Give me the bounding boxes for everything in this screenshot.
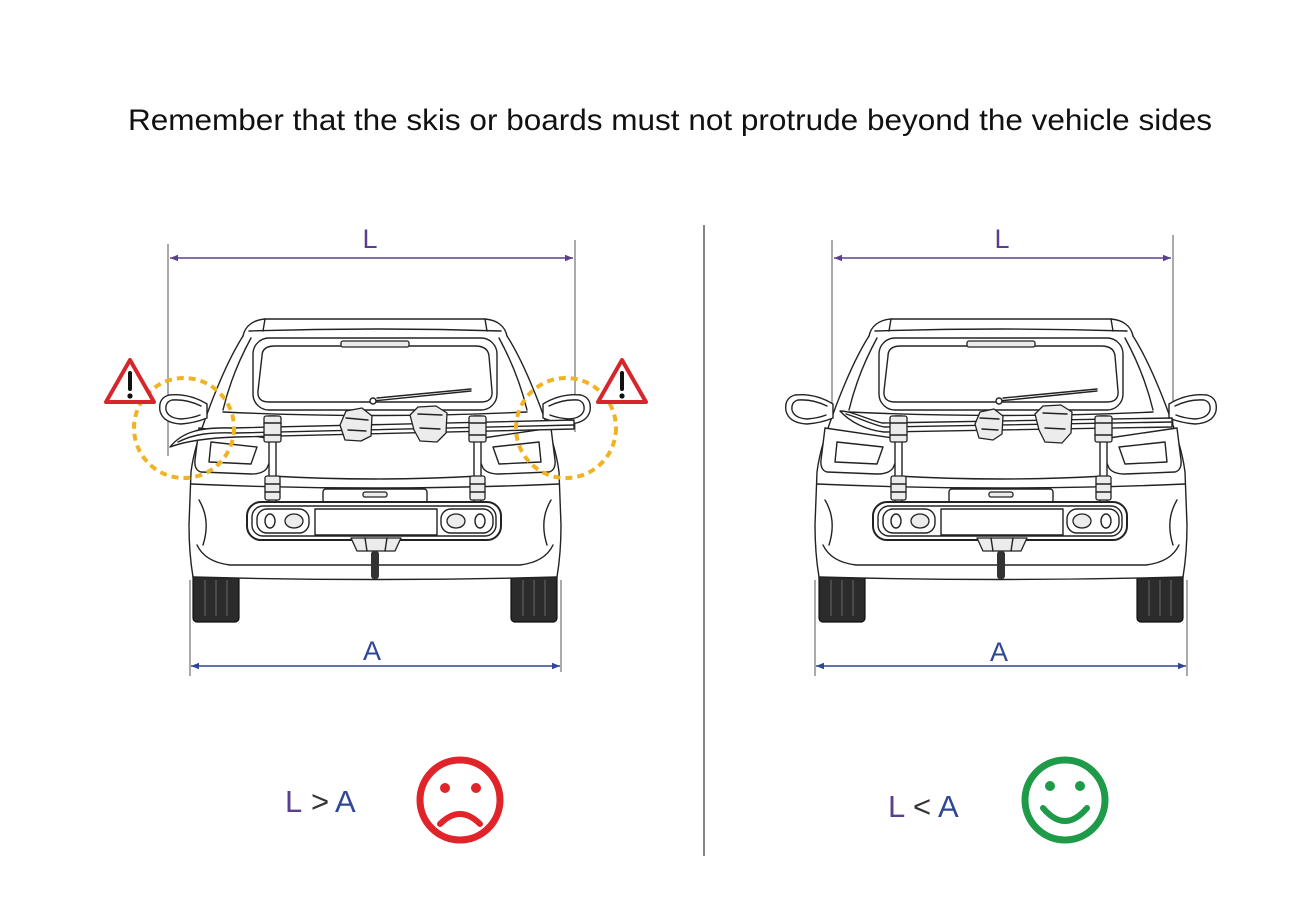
ski-binding-front xyxy=(974,408,1004,441)
warning-triangle-icon xyxy=(596,358,648,404)
formula-vehicle-width: A xyxy=(938,789,959,824)
vehicle-width-label: A xyxy=(990,637,1008,667)
comparison-formula: L > A xyxy=(285,784,356,819)
skis-within-width xyxy=(839,410,1173,433)
formula-ski-length: L xyxy=(888,789,905,824)
formula-operator: < xyxy=(913,789,931,824)
ski-binding-rear xyxy=(409,405,448,443)
car-rear-view xyxy=(158,318,592,623)
vehicle-width-label: A xyxy=(363,636,381,666)
ski-length-label: L xyxy=(362,224,377,254)
smiley-face-icon xyxy=(1021,756,1109,844)
panel-too-wide: L A xyxy=(104,224,648,844)
warning-triangle-icon xyxy=(104,358,156,404)
ski-length-label: L xyxy=(994,224,1009,254)
comparison-formula: L < A xyxy=(888,789,959,824)
panel-within-width: L A L < A xyxy=(784,224,1218,844)
formula-ski-length: L xyxy=(285,784,302,819)
formula-vehicle-width: A xyxy=(335,784,356,819)
protrusion-highlight-left xyxy=(132,376,236,480)
page-title: Remember that the skis or boards must no… xyxy=(128,104,1212,137)
car-rear-view xyxy=(784,318,1218,623)
protrusion-highlight-right xyxy=(514,376,618,480)
formula-operator: > xyxy=(311,784,329,819)
ski-binding-rear xyxy=(1034,404,1073,444)
sad-face-icon xyxy=(416,756,504,844)
ski-binding-front xyxy=(339,407,373,442)
